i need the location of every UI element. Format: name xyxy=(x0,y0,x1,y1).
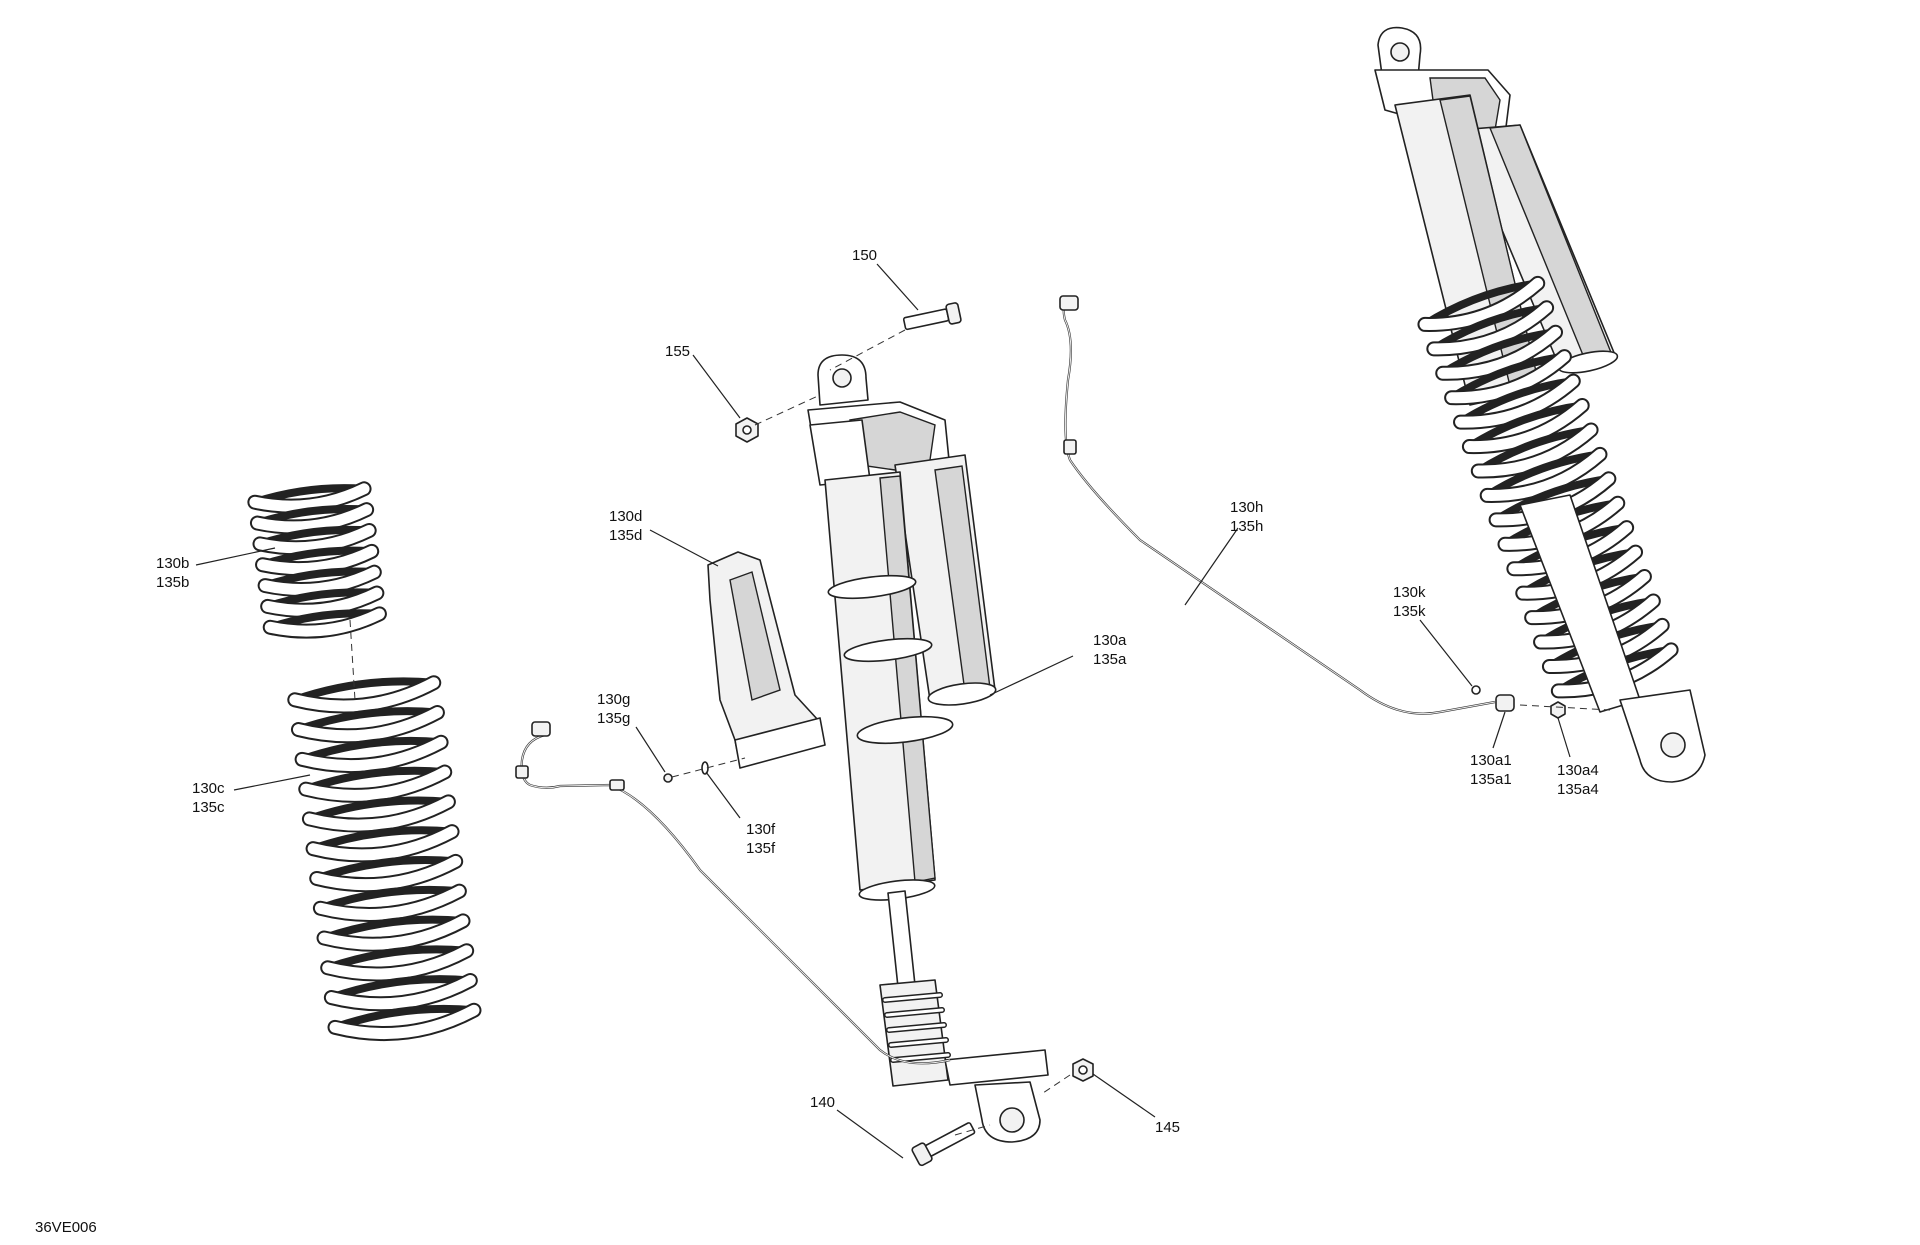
bolt-140 xyxy=(911,1122,976,1167)
callout-135a4: 135a4 xyxy=(1557,781,1599,798)
shock-absorber-front-130a xyxy=(807,354,1049,1143)
shock-absorber-rear-assembled xyxy=(1374,26,1706,783)
callout-135c: 135c xyxy=(192,799,225,816)
callout-130a: 130a xyxy=(1093,632,1127,649)
sensor-harness-left xyxy=(515,721,951,1065)
callout-135k: 135k xyxy=(1393,603,1426,620)
callout-130a4: 130a4 xyxy=(1557,762,1599,779)
callout-145: 145 xyxy=(1155,1119,1180,1136)
callout-130k: 130k xyxy=(1393,584,1426,601)
callout-130d: 130d xyxy=(609,508,642,525)
dash-140 xyxy=(954,1124,991,1136)
callout-130f: 130f xyxy=(746,821,776,838)
callout-135b: 135b xyxy=(156,574,189,591)
dash-130g xyxy=(671,757,746,778)
nut-155 xyxy=(735,417,759,443)
spring-lower-130c xyxy=(287,675,482,1042)
diagram-id-label: 36VE006 xyxy=(35,1219,97,1236)
dash-145 xyxy=(1039,1074,1071,1096)
leader-lines xyxy=(195,263,1571,1159)
nut-145 xyxy=(1072,1058,1094,1082)
callout-labels: 150 155 130d 135d 130b 135b 130c 135c 13… xyxy=(35,247,1599,1236)
spring-axis-dash xyxy=(349,619,356,701)
connector-130a1 xyxy=(1495,694,1515,712)
shock-guard-130d xyxy=(707,551,826,769)
callout-130g: 130g xyxy=(597,691,630,708)
screw-130g xyxy=(663,773,673,783)
spring-upper-130b xyxy=(247,481,387,639)
callout-130c: 130c xyxy=(192,780,225,797)
callout-130b: 130b xyxy=(156,555,189,572)
callout-135h: 135h xyxy=(1230,518,1263,535)
callout-140: 140 xyxy=(810,1094,835,1111)
callout-135g: 135g xyxy=(597,710,630,727)
callout-135f: 135f xyxy=(746,840,776,857)
callout-130h: 130h xyxy=(1230,499,1263,516)
clip-130k xyxy=(1471,685,1481,695)
dash-130a xyxy=(1519,704,1611,711)
dash-150 xyxy=(829,329,906,371)
callout-130a1: 130a1 xyxy=(1470,752,1512,769)
callout-135a: 135a xyxy=(1093,651,1127,668)
callout-150: 150 xyxy=(852,247,877,264)
nut-130a4 xyxy=(1550,701,1566,719)
callout-155: 155 xyxy=(665,343,690,360)
callout-135d: 135d xyxy=(609,527,642,544)
bolt-150 xyxy=(902,302,962,331)
callout-135a1: 135a1 xyxy=(1470,771,1512,788)
sensor-harness-right xyxy=(1059,295,1496,715)
